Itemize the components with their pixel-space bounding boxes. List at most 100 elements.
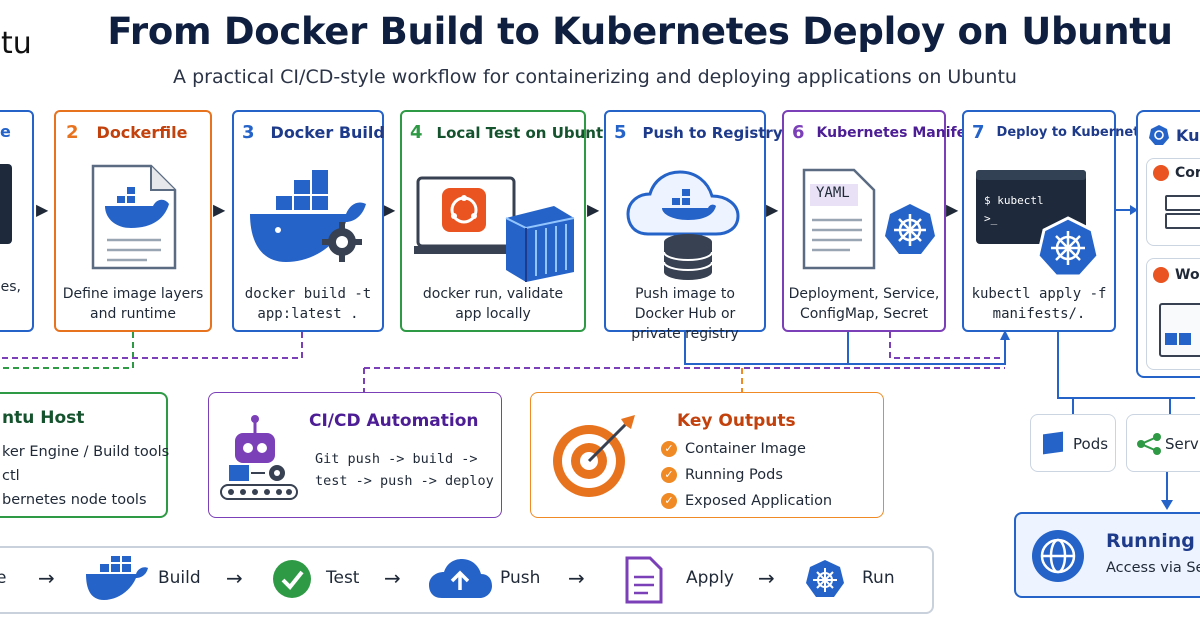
running-app-title: Running Ap — [1106, 530, 1200, 552]
page-subtitle: A practical CI/CD-style workflow for con… — [173, 66, 1017, 88]
check-icon: ✓ — [661, 441, 677, 457]
globe-icon — [1032, 530, 1084, 582]
host-title: ntu Host — [2, 408, 85, 428]
step-label: Kubernetes Manifests — [816, 124, 990, 141]
worker-server-icon — [1159, 303, 1200, 357]
step-description: docker run, validate app locally — [422, 286, 564, 322]
flow-arrow: ▶ — [36, 200, 49, 219]
step-number: 5 — [614, 122, 627, 143]
terminal-line-2: >_ — [984, 212, 998, 225]
service-network-icon — [1137, 433, 1161, 455]
output-label: Running Pods — [685, 467, 783, 483]
step-label: Push to Registry — [642, 123, 783, 142]
step-label: Dockerfile — [96, 123, 188, 142]
cluster-title: Kub — [1176, 126, 1200, 145]
docker-whale-gear-icon — [250, 170, 366, 262]
cloud-upload-icon — [429, 559, 492, 598]
step-k8s-manifests: 6 Kubernetes Manifests YAML Deployment, … — [782, 110, 989, 332]
ubuntu-host-box: ntu Host ker Engine / Build tools ctl be… — [0, 392, 170, 518]
node-label: Cor — [1175, 165, 1200, 181]
pods-box: Pods — [1030, 414, 1116, 472]
step-deploy-k8s: 7 Deploy to Kubernetes $ kubectl >_ kube… — [962, 110, 1156, 332]
step-label: e — [0, 122, 11, 141]
control-plane-node: Cor — [1146, 158, 1200, 246]
flow-arrow: → — [226, 566, 243, 590]
flow-item: Run — [862, 568, 895, 588]
terminal-line-1: $ kubectl — [984, 194, 1044, 207]
flow-item: Build — [158, 568, 201, 588]
step-docker-build: 3 Docker Build docker build -t app:lates… — [232, 110, 385, 332]
step-push-registry: 5 Push to Registry Push image to Docker … — [604, 110, 783, 342]
k8s-cluster-panel: Kub Cor Wo — [1136, 110, 1200, 378]
check-icon: ✓ — [661, 467, 677, 483]
pod-cube-icon — [1165, 333, 1177, 345]
step-description: Define image layers and runtime — [62, 286, 204, 322]
flow-arrow: ▶ — [383, 200, 396, 219]
flow-arrow: ▶ — [946, 200, 959, 219]
kubernetes-icon — [806, 560, 844, 597]
flow-item: e — [0, 568, 7, 588]
yaml-label: YAML — [816, 185, 850, 201]
cicd-title: CI/CD Automation — [309, 411, 479, 431]
dockerfile-document-icon — [91, 164, 177, 270]
flow-item: Apply — [686, 568, 734, 588]
host-item: bernetes node tools — [2, 492, 147, 508]
kubernetes-icon — [1149, 125, 1169, 145]
worker-node: Wo — [1146, 258, 1200, 370]
step-local-test: 4 Local Test on Ubuntu docker run, valid… — [400, 110, 614, 332]
flow-arrow: ▶ — [587, 200, 600, 219]
cicd-line-1: Git push -> build -> — [315, 451, 478, 467]
flow-item: Test — [326, 568, 360, 588]
cicd-line-2: test -> push -> deploy — [315, 473, 494, 489]
pods-label: Pods — [1073, 435, 1109, 453]
ubuntu-icon — [1153, 267, 1169, 283]
step-dockerfile: 2 Dockerfile Define image layers and run… — [54, 110, 212, 332]
pod-cube-icon — [1043, 431, 1063, 455]
service-box: Servic — [1126, 414, 1200, 472]
step-description: cies, — [0, 279, 21, 295]
step-description: Deployment, Service, ConfigMap, Secret — [788, 286, 940, 322]
flow-arrow: → — [568, 566, 585, 590]
step-number: 2 — [66, 122, 79, 143]
yaml-manifest-icon — [802, 168, 935, 270]
code-editor-icon — [0, 164, 12, 244]
step-label: Deploy to Kubernetes — [996, 125, 1156, 140]
output-item: ✓ Running Pods — [661, 467, 783, 483]
running-app-subtitle: Access via Ser — [1106, 560, 1200, 576]
flow-arrow: ▶ — [766, 200, 779, 219]
laptop-container-icon — [414, 176, 575, 282]
output-item: ✓ Container Image — [661, 441, 806, 457]
flow-arrow: → — [758, 566, 775, 590]
cloud-registry-icon — [626, 170, 740, 280]
step-description: kubectl apply -f manifests/. — [971, 286, 1107, 322]
key-outputs-box: Key Outputs ✓ Container Image ✓ Running Po… — [530, 392, 884, 518]
target-icon — [553, 415, 635, 497]
outputs-title: Key Outputs — [677, 411, 796, 431]
service-label: Servic — [1165, 435, 1200, 453]
output-label: Container Image — [685, 441, 806, 457]
step-number: 6 — [792, 122, 805, 143]
document-icon — [625, 556, 663, 604]
check-icon: ✓ — [661, 493, 677, 509]
step-number: 4 — [410, 122, 423, 143]
output-label: Exposed Application — [685, 493, 833, 509]
step-source-code: e cies, — [0, 110, 34, 332]
cicd-automation-box: CI/CD Automation Git push -> build -> te… — [208, 392, 502, 518]
step-label: Local Test on Ubuntu — [436, 123, 614, 142]
robot-conveyor-icon — [220, 415, 298, 500]
pod-cube-icon — [1179, 333, 1191, 345]
step-number: 3 — [242, 122, 255, 143]
docker-whale-icon — [86, 556, 148, 600]
host-item: ker Engine / Build tools — [2, 444, 170, 460]
flow-item: Push — [500, 568, 541, 588]
terminal-kubernetes-icon — [976, 170, 1100, 278]
server-icon — [1165, 195, 1200, 211]
step-description: Push image to Docker Hub or private regi… — [631, 286, 739, 342]
flow-arrow: ▶ — [213, 200, 226, 219]
step-label: Docker Build — [270, 123, 385, 142]
brand-logo-text: ntu — [0, 26, 32, 61]
host-item: ctl — [2, 468, 20, 484]
ubuntu-icon — [1153, 165, 1169, 181]
step-number: 7 — [972, 122, 985, 143]
